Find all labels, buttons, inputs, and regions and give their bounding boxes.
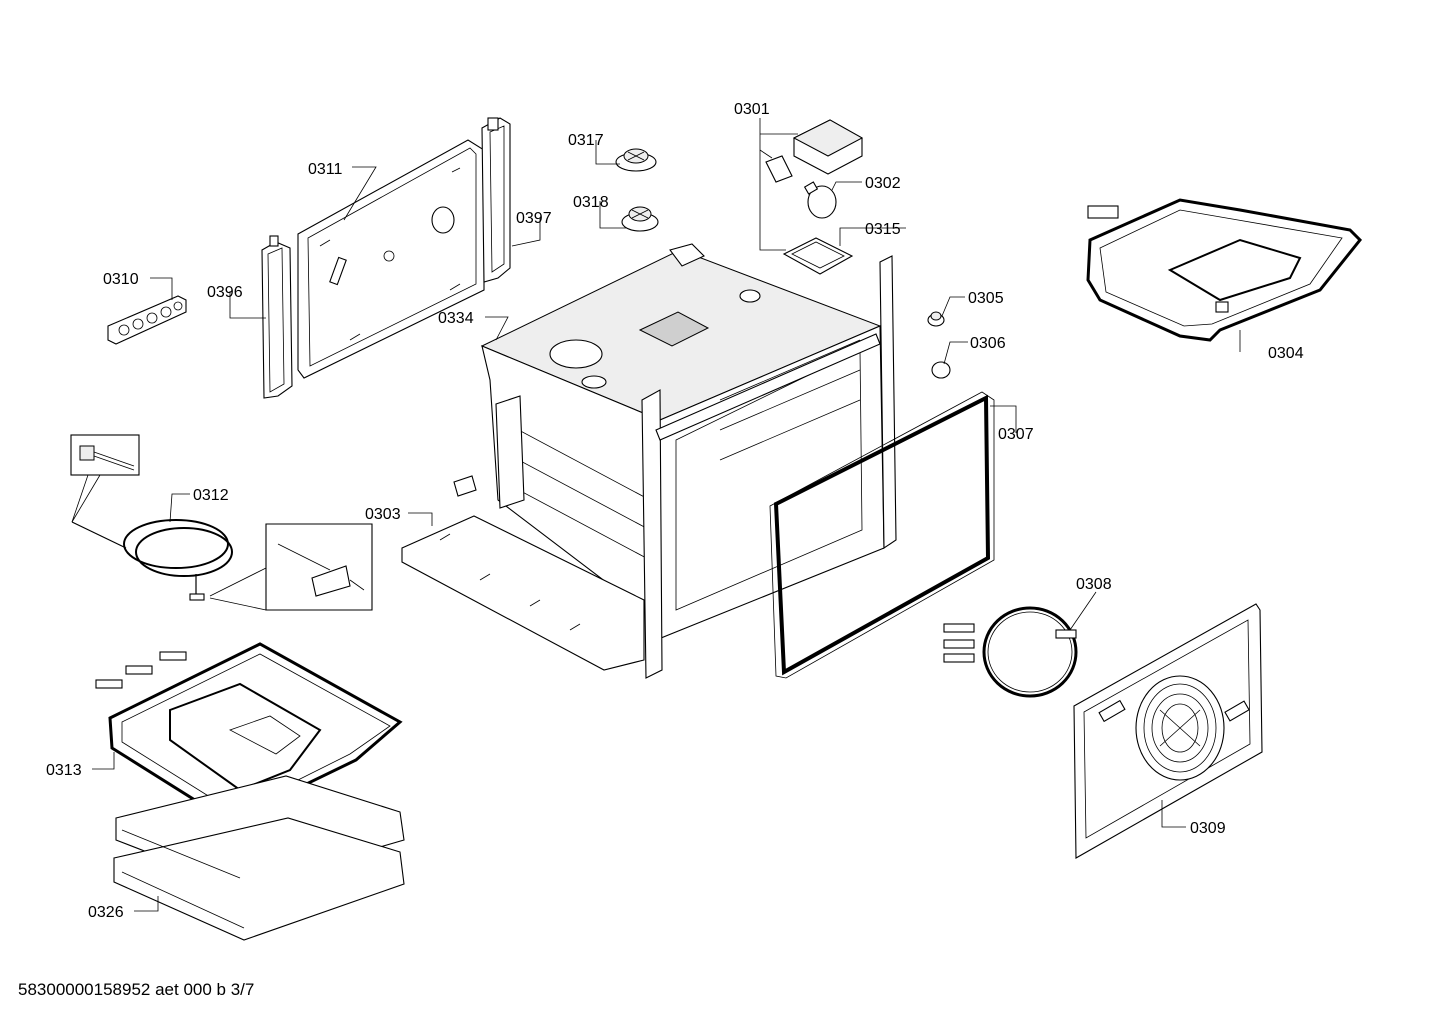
part-0306-plug: [931, 361, 951, 379]
part-0307-door-seal: [769, 391, 995, 679]
label-0313: 0313: [46, 762, 82, 779]
label-0334: 0334: [438, 310, 474, 327]
label-0306: 0306: [970, 335, 1006, 352]
label-0304: 0304: [1268, 345, 1304, 362]
label-0303: 0303: [365, 506, 401, 523]
leader-lines: [92, 118, 1241, 912]
part-0302-bulb: [803, 181, 837, 219]
label-0301: 0301: [734, 101, 770, 118]
label-0312: 0312: [193, 487, 229, 504]
label-0309: 0309: [1190, 820, 1226, 837]
part-0303-floor-plate: [401, 515, 645, 671]
part-0305-clip: [927, 311, 945, 327]
part-0317-cap: [615, 148, 657, 172]
part-0301-lamp-housing: [765, 119, 864, 183]
part-0312-sensor-cable: [70, 434, 373, 611]
label-0302: 0302: [865, 175, 901, 192]
part-0315-glass: [782, 237, 854, 275]
part-0304-top-grill: [1086, 198, 1363, 342]
part-0334-oven-cavity: [453, 243, 897, 679]
label-0310: 0310: [103, 271, 139, 288]
label-0317: 0317: [568, 132, 604, 149]
label-0307: 0307: [998, 426, 1034, 443]
part-0396-frame-left: [261, 235, 293, 399]
part-0311-panel: [297, 139, 485, 379]
document-id-footer: 58300000158952 aet 000 b 3/7: [18, 980, 255, 999]
part-0308-round-element: [943, 606, 1078, 698]
part-0309-rear-fan-panel: [1073, 603, 1263, 859]
label-0318: 0318: [573, 194, 609, 211]
label-0315: 0315: [865, 221, 901, 238]
part-0397-frame-right: [481, 117, 511, 283]
label-0308: 0308: [1076, 576, 1112, 593]
part-labels: 0301 0302 0303 0304 0305 0306 0307 0308 …: [46, 101, 1304, 921]
label-0326: 0326: [88, 904, 124, 921]
part-0318-cap: [621, 206, 659, 232]
label-0396: 0396: [207, 284, 243, 301]
label-0397: 0397: [516, 210, 552, 227]
part-0310-knob-strip: [107, 295, 187, 345]
part-0326-insulation: [113, 775, 405, 941]
label-0311: 0311: [308, 161, 343, 178]
label-0305: 0305: [968, 290, 1004, 307]
